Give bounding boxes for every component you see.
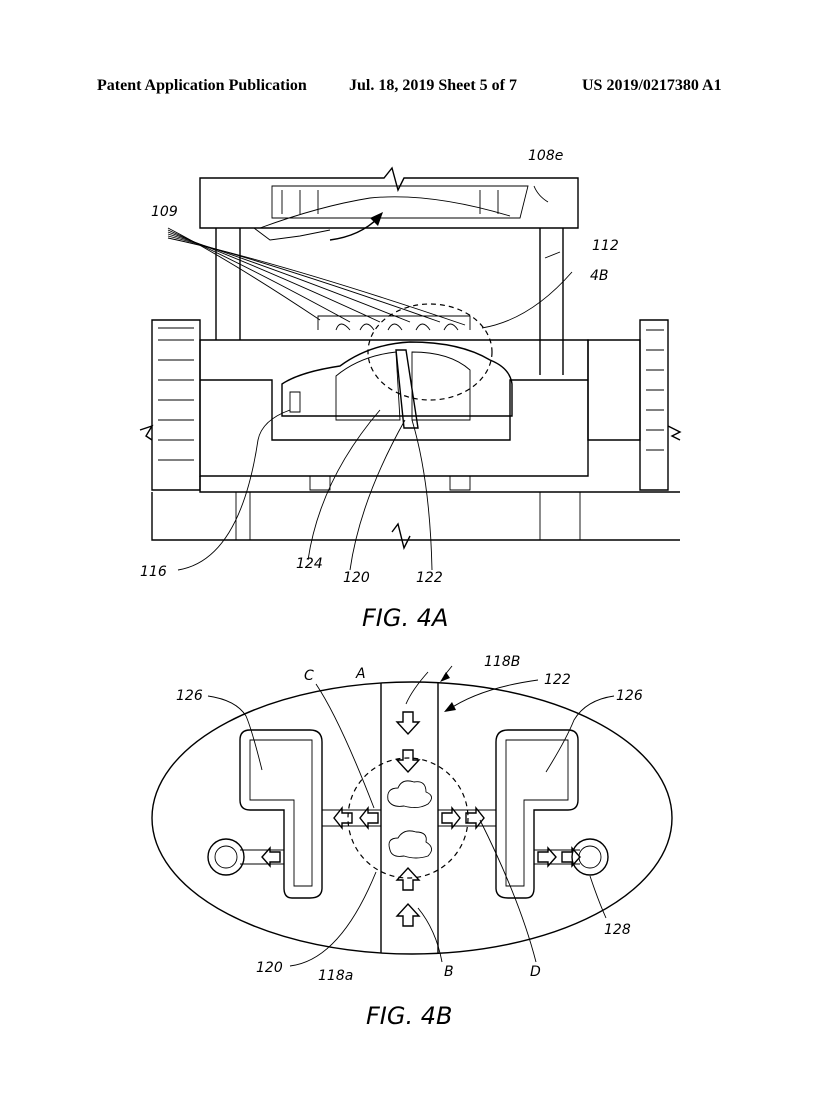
leader-126-left <box>207 695 263 771</box>
platen-arrowhead <box>370 212 383 226</box>
leader-a <box>405 671 429 705</box>
ref-109: 109 <box>151 204 178 220</box>
lower-die <box>151 339 680 551</box>
ref-b: B <box>444 964 454 980</box>
ref-124: 124 <box>296 556 323 572</box>
flow-arrows-up <box>395 866 421 927</box>
cross-duct <box>322 809 496 827</box>
cloud-lower <box>388 830 432 859</box>
ref-120: 120 <box>343 570 370 586</box>
ref-c: C <box>304 668 314 684</box>
ref-118b: 118B <box>484 654 520 670</box>
ref-d: D <box>530 964 541 980</box>
flow-circle <box>347 757 469 879</box>
ref-122: 122 <box>416 570 443 586</box>
leader-116 <box>177 409 291 571</box>
leader-124 <box>307 409 381 561</box>
leader-108e <box>533 185 549 203</box>
page-header: Patent Application Publication Jul. 18, … <box>0 77 840 99</box>
ref-a: A <box>355 666 366 682</box>
ref-126-left: 126 <box>176 688 203 704</box>
port-ducts <box>240 849 580 865</box>
port-left <box>207 838 245 876</box>
cloud-upper <box>387 780 432 809</box>
ref-122b: 122 <box>544 672 571 688</box>
left-cooling-channel <box>239 729 323 899</box>
leader-112 <box>544 251 561 259</box>
detail-4b-circle <box>367 303 493 401</box>
caption-fig-4b: FIG. 4B <box>366 1002 452 1030</box>
arrowhead-122b <box>444 702 456 712</box>
port-right <box>571 838 609 876</box>
publication-date-sheet: Jul. 18, 2019 Sheet 5 of 7 <box>349 77 517 94</box>
leader-4b <box>481 271 573 329</box>
leader-122 <box>411 419 433 571</box>
ref-4b: 4B <box>590 268 609 284</box>
ref-128: 128 <box>604 922 631 938</box>
press-columns <box>215 228 564 375</box>
caption-fig-4a: FIG. 4A <box>362 604 448 632</box>
arrowhead-118b <box>440 672 450 682</box>
flow-arrows-side <box>261 806 581 868</box>
detail-ellipse <box>151 681 673 955</box>
leader-126-right <box>545 695 615 773</box>
center-pillar <box>380 683 439 953</box>
flow-arrows-down <box>395 711 421 774</box>
leader-122b <box>447 679 539 711</box>
publication-number: US 2019/0217380 A1 <box>582 77 722 94</box>
ref-120b: 120 <box>256 960 283 976</box>
ref-112: 112 <box>592 238 619 254</box>
hose-connectors <box>317 315 471 331</box>
leader-120b <box>289 871 377 967</box>
ref-108e: 108e <box>528 148 563 164</box>
publication-type: Patent Application Publication <box>97 77 307 94</box>
leader-120 <box>349 419 406 571</box>
workpiece-body-side <box>281 341 513 429</box>
leader-128 <box>589 875 607 919</box>
ref-116: 116 <box>140 564 167 580</box>
leader-d <box>479 819 537 963</box>
leader-c <box>315 683 375 809</box>
ref-118a: 118a <box>318 968 353 984</box>
leader-b <box>417 907 443 963</box>
ref-126-right: 126 <box>616 688 643 704</box>
leader-109 <box>167 227 466 326</box>
upper-platen <box>199 166 579 241</box>
right-cooling-channel <box>495 729 579 899</box>
